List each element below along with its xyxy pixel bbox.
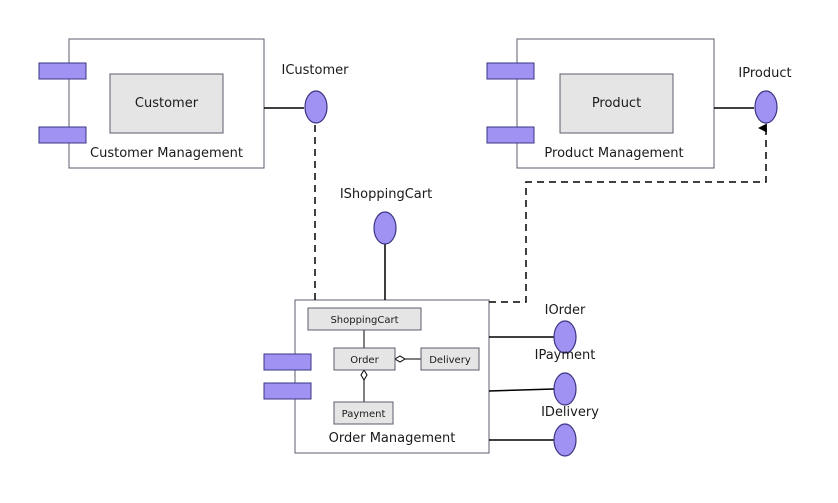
payment-class-label: Payment [342,409,386,420]
product-management-tab-bottom [486,126,535,144]
component-customer-management[interactable]: Customer Customer Management [38,38,265,169]
delivery-class-label: Delivery [429,355,471,366]
idelivery-label: IDelivery [541,405,599,420]
order-class-label: Order [350,355,379,366]
idelivery-interface-ellipse[interactable] [553,423,577,457]
order-management-tab-top [263,353,312,371]
aggregation-diamond-payment [360,369,368,381]
ishoppingcart-interface-ellipse[interactable] [373,211,397,245]
shoppingcart-class-box[interactable] [307,307,422,331]
aggregation-diamond-delivery [394,355,406,363]
product-inner-label: Product [592,96,641,111]
order-management-title: Order Management [329,431,456,446]
ipayment-connector [488,388,555,392]
icustomer-interface-ellipse[interactable] [304,90,328,124]
customer-management-tab-bottom [38,126,87,144]
product-management-tab-top [486,62,535,80]
component-product-management[interactable]: Product Product Management [486,38,715,169]
shoppingcart-class-label: ShoppingCart [330,315,398,326]
customer-inner-label: Customer [135,96,199,111]
icustomer-label: ICustomer [282,63,350,78]
dependency-order-to-iproduct [489,123,767,303]
product-management-title: Product Management [544,146,683,161]
iorder-interface-ellipse[interactable] [553,320,577,354]
order-management-tab-bottom [263,382,312,400]
payment-class-box[interactable] [333,401,394,425]
order-class-box[interactable] [333,347,396,371]
customer-inner-box[interactable] [109,73,224,134]
delivery-class-box[interactable] [420,347,480,371]
iproduct-interface-ellipse[interactable] [754,90,778,124]
customer-management-title: Customer Management [90,146,243,161]
product-inner-box[interactable] [559,73,674,134]
component-order-management[interactable]: ShoppingCart Order Delivery Payment Orde… [263,299,490,454]
customer-management-tab-top [38,62,87,80]
ipayment-label: IPayment [535,348,596,363]
ishoppingcart-label: IShoppingCart [340,187,432,202]
iorder-label: IOrder [545,303,586,318]
iproduct-label: IProduct [738,66,791,81]
ipayment-interface-ellipse[interactable] [553,372,577,406]
